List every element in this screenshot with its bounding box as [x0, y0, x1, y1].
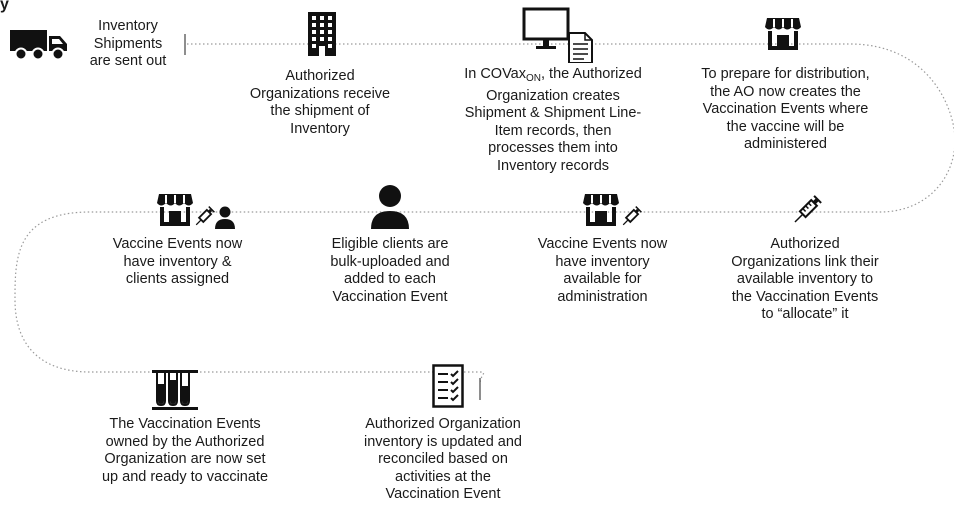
label-line: Organizations link their [731, 253, 879, 270]
label-line: have inventory & [123, 253, 232, 270]
label-line: Organization are now set [104, 451, 266, 467]
label-line: Eligible clients are [331, 236, 449, 252]
label-subscript: ON [526, 73, 541, 84]
label-line: to “allocate” it [761, 306, 849, 322]
label-line: administration [557, 288, 648, 305]
label-line: clients assigned [125, 271, 230, 287]
label-line: Vaccine Events now [537, 236, 668, 252]
heading-fragment: y [0, 0, 9, 13]
label-line: Inventory [98, 18, 158, 34]
storefront-syringe-icon [583, 194, 642, 226]
label-line: the AO now creates the [710, 83, 861, 100]
label-line: To prepare for distribution, [701, 66, 870, 82]
label-line: have inventory [555, 253, 650, 270]
step-9-label: The Vaccination Events owned by the Auth… [75, 416, 295, 486]
step-1-label: Inventory Shipments are sent out [78, 18, 178, 71]
label-line: Inventory records [496, 157, 610, 174]
label-line: owned by the Authorized [105, 433, 265, 450]
label-line: bulk-uploaded and [330, 253, 450, 270]
label-line: Vaccination Events where [702, 101, 869, 117]
label-line: The Vaccination Events [109, 416, 261, 432]
step-3-label: In COVaxON, the Authorized Organization … [438, 66, 668, 175]
step-2-label: Authorized Organizations receive the shi… [225, 68, 415, 138]
label-line: Inventory [290, 120, 350, 137]
label-line: Vaccination Event [385, 486, 501, 502]
label-line: Vaccine Events now [112, 236, 243, 252]
label-line: reconciled based on [378, 451, 508, 467]
syringe-icon [794, 195, 822, 223]
label-line: administered [743, 136, 827, 152]
label-line: Vaccination Event [332, 288, 448, 305]
step-7-label: Eligible clients are bulk-uploaded and a… [300, 236, 480, 306]
label-line: available inventory to [736, 271, 874, 287]
label-suffix: , the Authorized [541, 66, 642, 82]
storefront-syringe-person-icon [157, 194, 235, 229]
label-line: Shipments [93, 35, 163, 52]
label-line: available for [563, 271, 642, 287]
truck-icon [10, 30, 67, 61]
step-6-label: Vaccine Events now have inventory availa… [515, 236, 690, 306]
label-line: Item records, then [494, 122, 612, 139]
label-line: the Vaccination Events [731, 288, 879, 305]
label-line: activities at the [395, 468, 491, 485]
step-4-label: To prepare for distribution, the AO now … [673, 66, 898, 154]
label-line: Shipment & Shipment Line- [464, 105, 642, 121]
checklist-icon [432, 364, 464, 408]
office-building-icon [308, 12, 336, 56]
label-line: up and ready to vaccinate [101, 468, 269, 485]
label-line: inventory is updated and [364, 433, 522, 450]
label-line: Authorized [770, 236, 840, 252]
label-line: added to each [344, 271, 436, 287]
label-line: Organizations receive [249, 85, 391, 102]
step-10-label: Authorized Organization inventory is upd… [333, 416, 553, 504]
label-line: Authorized [285, 68, 355, 84]
computer-document-icon [522, 7, 593, 63]
person-icon [371, 185, 409, 229]
test-tubes-icon [152, 370, 198, 410]
step-8-label: Vaccine Events now have inventory & clie… [90, 236, 265, 289]
label-line: are sent out [89, 53, 167, 69]
label-line: In COVaxON, the Authorized [438, 66, 668, 88]
label-line: Authorized Organization [365, 416, 521, 432]
label-line: processes them into [488, 140, 618, 156]
label-line: Organization creates [486, 87, 620, 104]
step-5-label: Authorized Organizations link their avai… [700, 236, 910, 324]
label-line: the vaccine will be [726, 118, 845, 135]
storefront-icon [765, 18, 801, 50]
label-prefix: In COVax [464, 66, 526, 82]
label-line: the shipment of [270, 103, 370, 119]
